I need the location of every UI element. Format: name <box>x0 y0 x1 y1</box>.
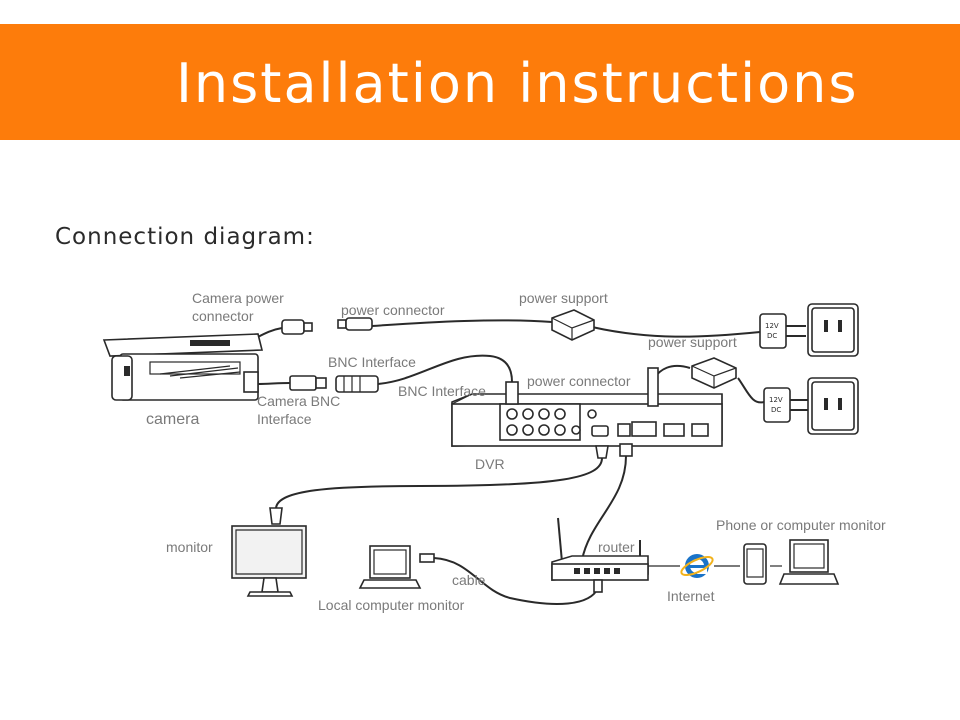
label-dvr: DVR <box>475 456 505 472</box>
laptop-icon <box>358 545 435 589</box>
adapter-label-mid-1: 12V <box>769 396 783 404</box>
label-router: router <box>598 539 635 555</box>
wall-outlet-icon <box>807 377 859 435</box>
label-power-support-top: power support <box>519 290 608 306</box>
adapter-label-mid-2: DC <box>771 406 781 414</box>
power-cable-to-brick <box>371 319 553 327</box>
power-cable-to-adapter-top <box>591 326 761 338</box>
label-internet: Internet <box>667 588 715 604</box>
label-camera-power-connector: connector <box>192 308 254 324</box>
power-support-brick-top-icon <box>551 309 595 341</box>
camera-power-plug-icon <box>281 319 313 335</box>
vga-cable-to-monitor <box>275 457 603 509</box>
label-bnc-interface-top: BNC Interface <box>328 354 416 370</box>
monitor-icon <box>231 507 307 597</box>
laptop-icon <box>778 539 840 585</box>
label-power-connector-top: power connector <box>341 302 445 318</box>
label-phone-or-computer-monitor: Phone or computer monitor <box>716 517 886 533</box>
camera-bnc-cable <box>257 382 291 385</box>
router-icon <box>551 517 649 593</box>
label-cable: cable <box>452 572 486 588</box>
label-camera: camera <box>146 411 199 428</box>
bnc-cable-to-dvr <box>377 354 513 385</box>
diagram-labels: Camera power connector power connector p… <box>146 290 886 613</box>
label-power-connector-dvr: power connector <box>527 373 631 389</box>
label-bnc-interface-bottom: BNC Interface <box>398 383 486 399</box>
dvr-icon <box>451 367 723 459</box>
bnc-connector-icon <box>289 375 379 393</box>
adapter-label-top-1: 12V <box>765 322 779 330</box>
label-camera-bnc: Camera BNC <box>257 393 340 409</box>
power-support-brick-mid-icon <box>691 357 737 389</box>
page-title: Installation instructions <box>176 52 859 115</box>
internet-explorer-icon <box>680 554 714 578</box>
label-local-computer-monitor: Local computer monitor <box>318 597 465 613</box>
header-banner: Installation instructions <box>0 24 960 140</box>
adapter-label-top-2: DC <box>767 332 777 340</box>
power-adapter-icon: 12V DC <box>763 387 808 423</box>
power-adapter-icon: 12V DC <box>759 313 806 349</box>
label-power-support-mid: power support <box>648 334 737 350</box>
diagram-subtitle: Connection diagram: <box>55 224 315 250</box>
cable-router-to-laptop <box>433 557 599 605</box>
camera-icon <box>102 333 264 401</box>
label-camera-power: Camera power <box>192 290 284 306</box>
dvr-power-cable <box>653 364 691 379</box>
power-connector-plug-icon <box>337 317 373 331</box>
lan-cable-to-router <box>581 455 627 561</box>
wall-outlet-icon <box>807 303 859 357</box>
label-monitor: monitor <box>166 539 213 555</box>
phone-icon <box>743 543 767 585</box>
cables <box>251 319 782 605</box>
power-brick-to-adapter-mid <box>737 377 765 404</box>
label-camera-bnc-interface: Interface <box>257 411 312 427</box>
